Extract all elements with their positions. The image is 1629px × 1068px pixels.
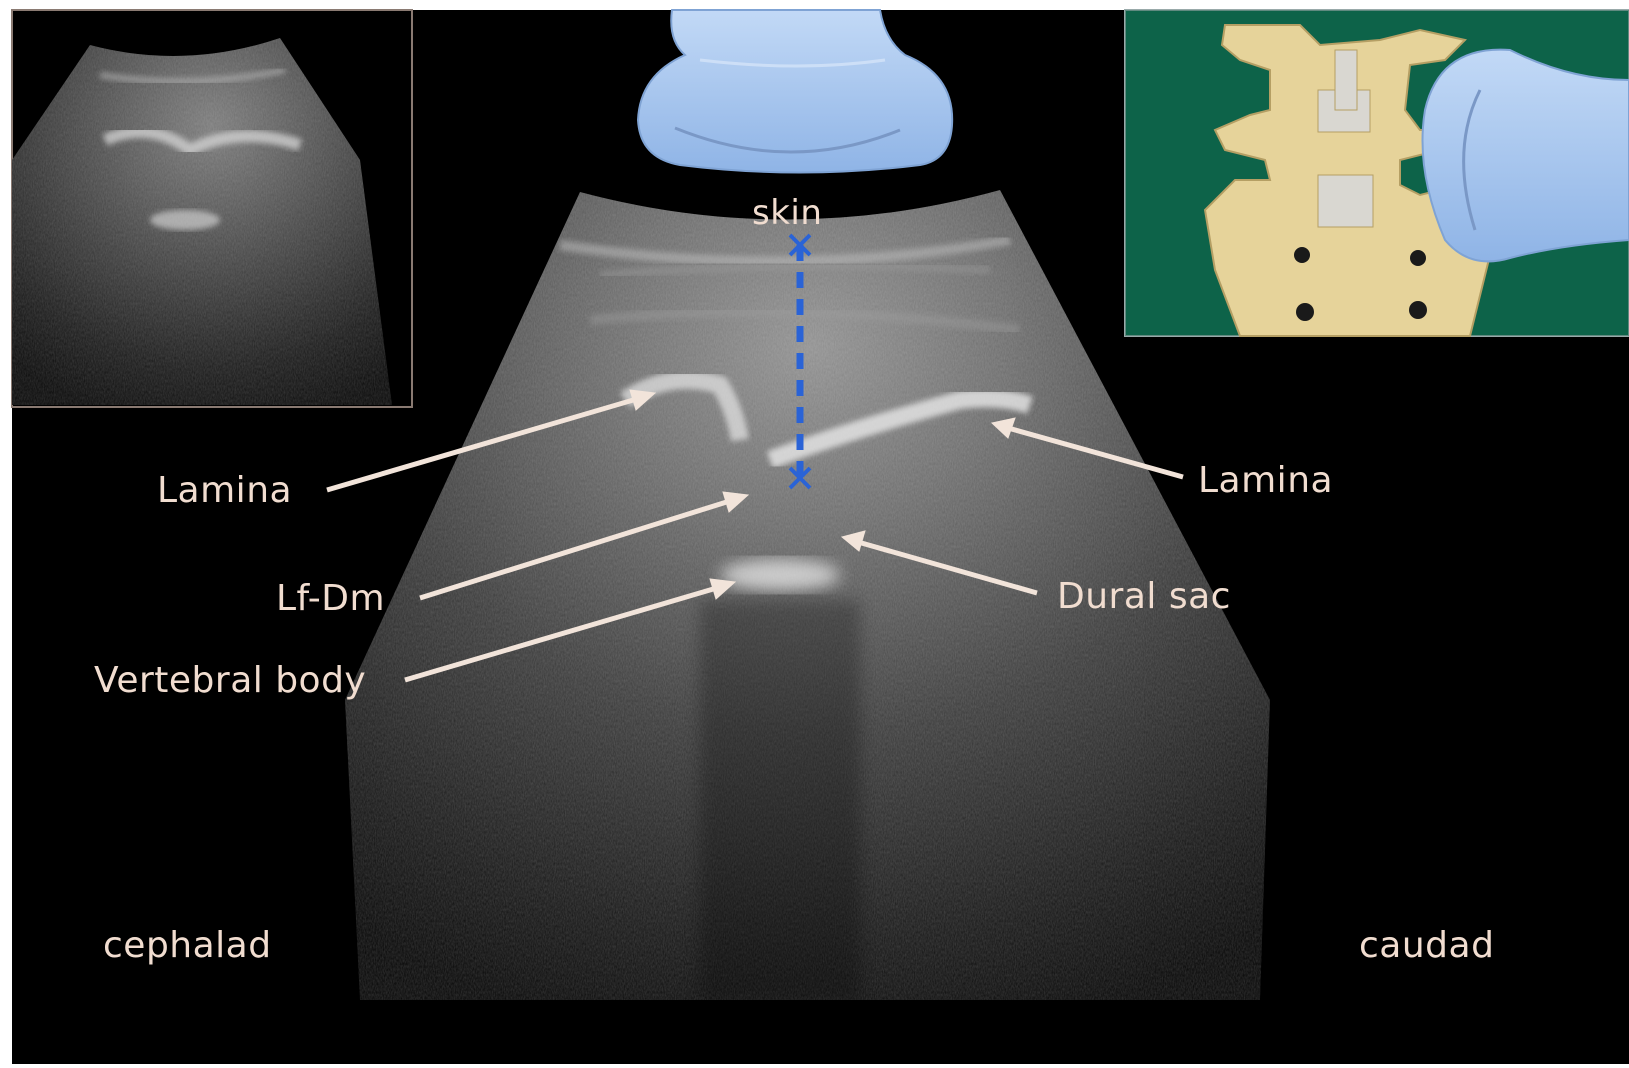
probe-on-model-icon xyxy=(1423,50,1629,262)
label-dural-sac: Dural sac xyxy=(1057,576,1231,617)
label-lamina-left: Lamina xyxy=(157,470,292,511)
label-skin: skin xyxy=(752,193,822,233)
label-lf-dm: Lf-Dm xyxy=(276,578,385,619)
label-lamina-right: Lamina xyxy=(1198,460,1333,501)
label-vertebral-body: Vertebral body xyxy=(94,660,366,701)
inset-spine-model-photo xyxy=(1125,10,1629,336)
label-cephalad: cephalad xyxy=(103,925,272,966)
inset-ultrasound xyxy=(12,10,412,410)
label-caudad: caudad xyxy=(1359,925,1494,966)
